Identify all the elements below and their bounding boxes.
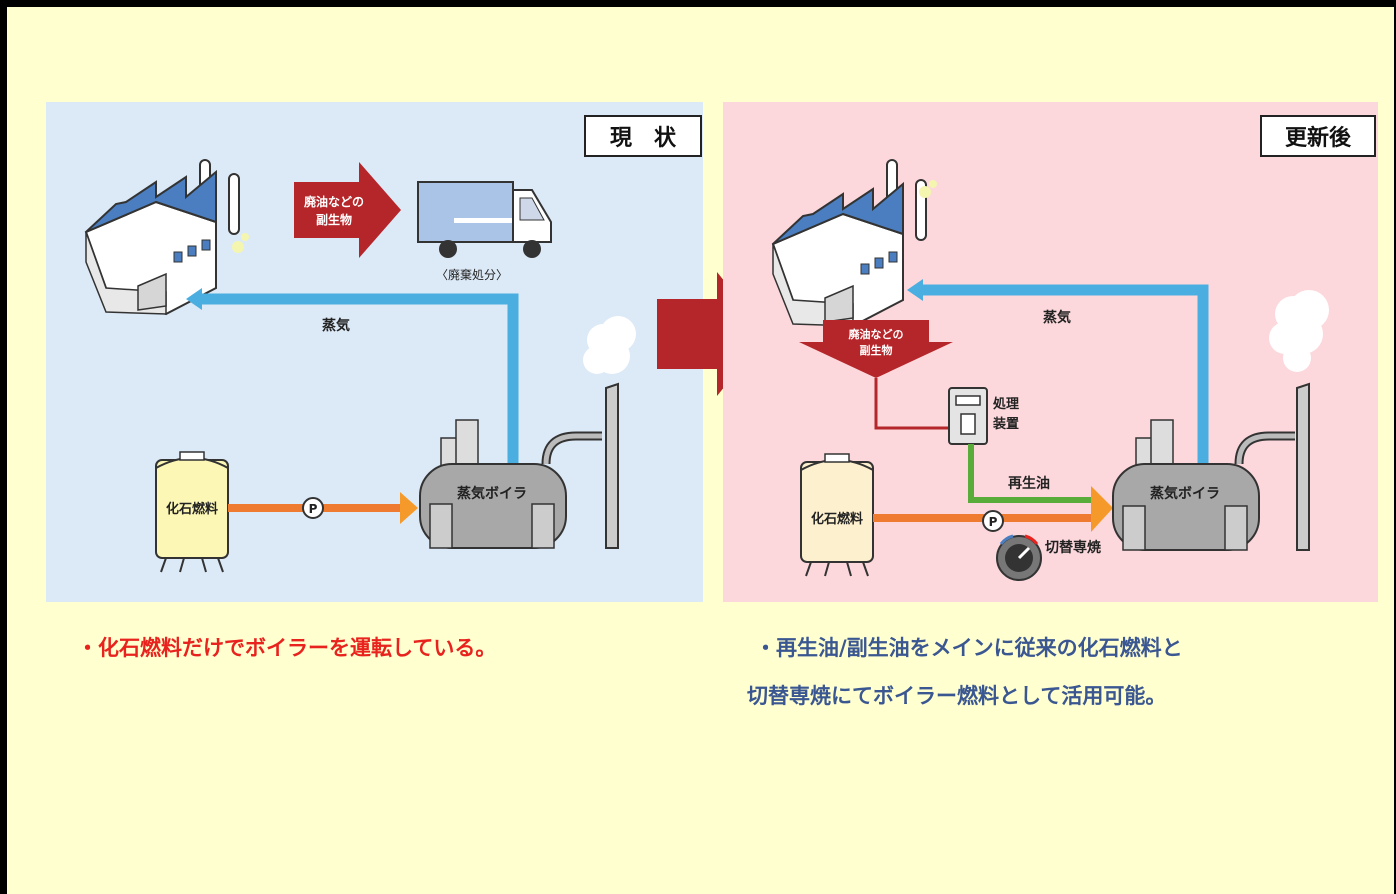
pump-icon bbox=[302, 497, 324, 519]
fuel-tank-icon bbox=[155, 451, 229, 573]
boiler-label: 蒸気ボイラ bbox=[457, 485, 527, 502]
byproduct-label-2: 副生物 bbox=[316, 212, 352, 227]
pump-label: P bbox=[989, 515, 998, 529]
panel-title-updated: 更新後 bbox=[1260, 115, 1376, 157]
fuel-tank-label: 化石燃料 bbox=[811, 511, 863, 527]
caption-current: ・化石燃料だけでボイラーを運転している。 bbox=[77, 636, 497, 660]
byproduct-label-1: 廃油などの bbox=[304, 194, 364, 209]
burner-flame-icon bbox=[1091, 486, 1113, 532]
switch-label: 切替専焼 bbox=[1045, 539, 1101, 556]
fuel-tank-icon bbox=[800, 453, 874, 577]
panel-updated: 工場 蒸気 廃油などの 副生物 処理 装置 再生油 bbox=[723, 102, 1378, 602]
caption-updated: ・再生油/副生油をメインに従来の化石燃料と 切替専焼にてボイラー燃料として活用可… bbox=[747, 624, 1347, 720]
chimney-icon bbox=[583, 316, 636, 549]
steam-pipe bbox=[919, 284, 1209, 467]
panel-title-current: 現 状 bbox=[584, 115, 702, 157]
steam-label: 蒸気 bbox=[1043, 309, 1071, 326]
boiler-icon bbox=[1112, 419, 1295, 551]
caption-updated-line-2: 切替専焼にてボイラー燃料として活用可能。 bbox=[747, 684, 1167, 708]
steam-arrowhead bbox=[186, 288, 202, 310]
updated-diagram: 工場 蒸気 廃油などの 副生物 処理 装置 再生油 bbox=[771, 159, 1329, 581]
treatment-device-icon bbox=[948, 387, 988, 445]
byproduct-arrow bbox=[294, 162, 401, 258]
factory-icon bbox=[84, 159, 249, 316]
recycled-oil-pipe bbox=[968, 444, 1095, 503]
treatment-label-1: 処理 bbox=[992, 396, 1019, 412]
byproduct-arrow bbox=[799, 320, 953, 378]
current-diagram: 工場 廃油などの 副生物 〈廃棄処分〉 蒸気 bbox=[84, 159, 636, 573]
truck-icon bbox=[417, 181, 552, 258]
factory-icon bbox=[771, 159, 937, 328]
factory-label: 工場 bbox=[108, 232, 130, 245]
fuel-tank-label: 化石燃料 bbox=[166, 501, 218, 517]
disposal-label: 〈廃棄処分〉 bbox=[436, 267, 508, 282]
switch-dial-icon bbox=[996, 534, 1042, 581]
pump-icon bbox=[982, 510, 1004, 532]
boiler-label: 蒸気ボイラ bbox=[1150, 485, 1220, 502]
caption-updated-line-1: ・再生油/副生油をメインに従来の化石燃料と bbox=[755, 636, 1183, 660]
steam-pipe bbox=[198, 293, 519, 467]
byproduct-pipe bbox=[874, 378, 949, 430]
pump-label: P bbox=[309, 502, 318, 516]
byproduct-label-1: 廃油などの bbox=[849, 327, 904, 341]
chimney-icon bbox=[1269, 290, 1329, 551]
burner-flame-icon bbox=[400, 492, 418, 524]
boiler-icon bbox=[419, 419, 602, 549]
steam-arrowhead bbox=[907, 279, 923, 301]
panel-current: 工場 廃油などの 副生物 〈廃棄処分〉 蒸気 bbox=[46, 102, 703, 602]
recycled-oil-label: 再生油 bbox=[1008, 475, 1050, 492]
factory-label: 工場 bbox=[799, 232, 821, 245]
steam-label: 蒸気 bbox=[322, 317, 350, 334]
treatment-label-2: 装置 bbox=[992, 416, 1019, 432]
byproduct-label-2: 副生物 bbox=[860, 343, 893, 357]
